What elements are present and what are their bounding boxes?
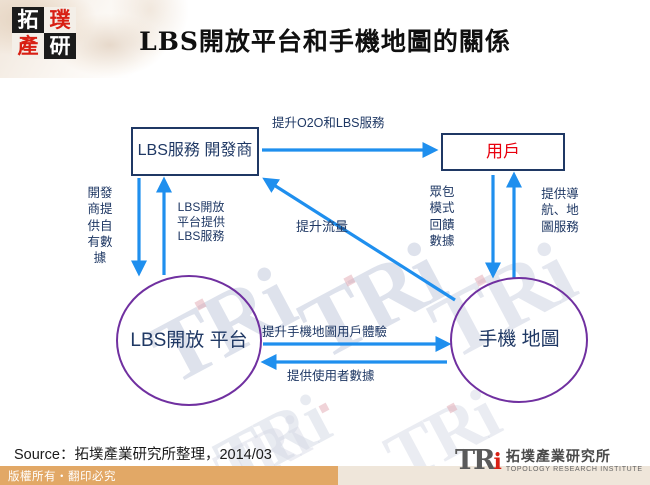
tri-logo: TRi 拓墣產業研究所 TOPOLOGY RESEARCH INSTITUTE [455, 447, 643, 475]
edge-label-crowdsource: 眾包 模式 回饋 數據 [429, 185, 455, 248]
copyright-text: 版權所有‧翻印必究 [8, 471, 116, 483]
logo-char-2: 璞 [44, 7, 76, 33]
footer-band [338, 466, 650, 485]
source-note: Source：拓墣產業研究所整理，2014/03 [14, 447, 272, 463]
tri-wordmark-i: i [493, 449, 502, 475]
tri-name-block: 拓墣產業研究所 TOPOLOGY RESEARCH INSTITUTE [506, 450, 643, 473]
tri-wordmark-tr: TR [455, 445, 496, 476]
edge-label-user-experience: 提升手機地圖用戶體驗 [262, 325, 388, 339]
company-logo: 拓 璞 產 研 [12, 7, 76, 59]
tri-wordmark: TRi [455, 447, 502, 475]
node-lbs-open-platform[interactable]: LBS開放 平台 [116, 275, 262, 406]
edge-label-developer-data: 開發 商提 供自 有數 據 [87, 186, 113, 265]
logo-char-1: 拓 [12, 7, 44, 33]
edge-label-platform-service: LBS開放 平台提供 LBS服務 [177, 200, 226, 244]
edge-label-o2o: 提升O2O和LBS服務 [272, 116, 385, 130]
tri-name-en: TOPOLOGY RESEARCH INSTITUTE [505, 466, 643, 474]
logo-char-4: 研 [44, 33, 76, 59]
copyright-bar: 版權所有‧翻印必究 [0, 466, 338, 485]
edge-label-traffic: 提升流量 [296, 219, 349, 234]
arrow-traffic [262, 177, 456, 302]
page-title: LBS開放平台和手機地圖的關係 [139, 27, 511, 56]
edge-label-nav-service: 提供導 航、地 圖服務 [541, 187, 579, 234]
node-user[interactable]: 用戶 [441, 133, 565, 171]
node-mobile-map[interactable]: 手機 地圖 [450, 277, 588, 403]
logo-char-3: 產 [12, 33, 44, 59]
edge-label-user-data: 提供使用者數據 [287, 369, 375, 383]
tri-name-cn: 拓墣產業研究所 [505, 449, 611, 466]
node-lbs-service-developer[interactable]: LBS服務 開發商 [131, 127, 259, 176]
